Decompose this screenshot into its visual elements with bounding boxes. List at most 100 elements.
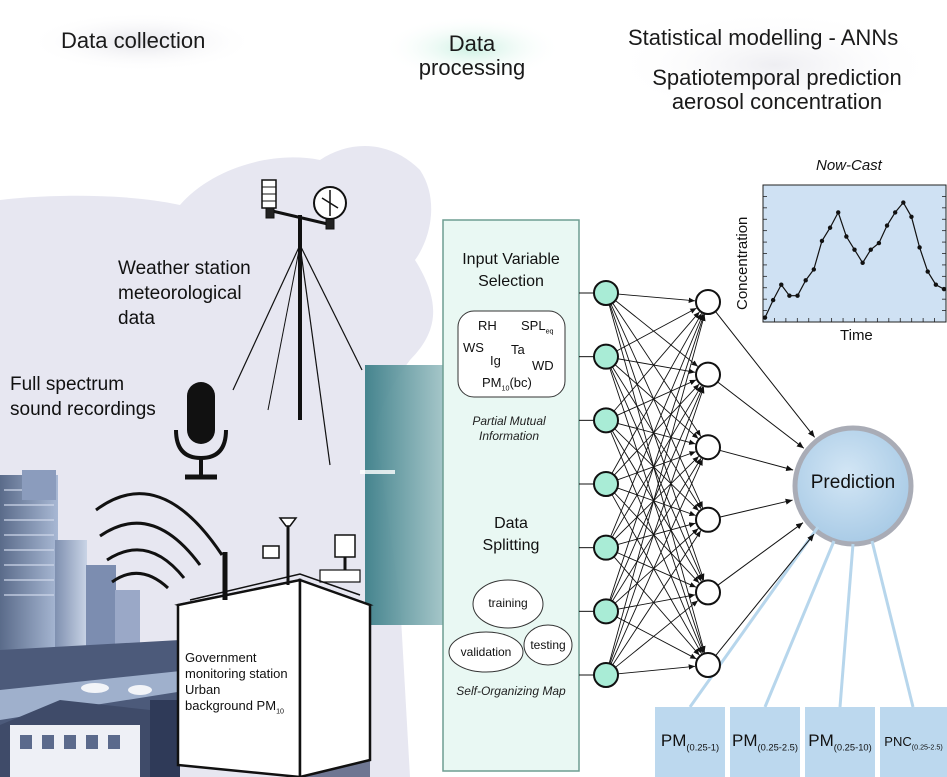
nn-connection bbox=[611, 458, 702, 602]
nn-connection bbox=[616, 379, 697, 416]
nn-connection bbox=[617, 451, 696, 481]
input-variable-selection-title: Input Variable Selection bbox=[462, 251, 560, 290]
nowcast-point bbox=[941, 286, 947, 292]
nn-connection bbox=[613, 311, 700, 412]
nowcast-point bbox=[819, 238, 825, 244]
output-connection bbox=[719, 449, 794, 472]
variable-ig: Ig bbox=[490, 353, 501, 368]
nowcast-point bbox=[901, 200, 906, 205]
nowcast-point bbox=[779, 282, 784, 287]
input-node bbox=[593, 471, 619, 497]
nn-connection bbox=[617, 422, 696, 445]
output-boxes bbox=[655, 707, 947, 777]
validation-ellipse bbox=[448, 631, 524, 673]
input-node bbox=[593, 598, 619, 625]
nowcast-point bbox=[803, 278, 808, 283]
data-splitting-title: Data Splitting bbox=[482, 515, 540, 554]
variable-wd: WD bbox=[532, 358, 554, 373]
nowcast-point bbox=[836, 210, 841, 215]
prediction-label: Prediction bbox=[810, 472, 896, 493]
nn-connection bbox=[611, 494, 703, 654]
nowcast-point bbox=[844, 234, 849, 239]
nn-connection bbox=[614, 456, 700, 540]
nowcast-point bbox=[795, 293, 800, 298]
nn-connection bbox=[612, 530, 702, 666]
output-pm10: PM(0.25-10) bbox=[808, 731, 872, 753]
nowcast-point bbox=[917, 245, 922, 250]
training-ellipse bbox=[472, 579, 544, 629]
modelling-glow bbox=[610, 10, 940, 120]
variable-ta: Ta bbox=[511, 342, 525, 357]
nowcast-chart bbox=[762, 184, 947, 323]
input-node bbox=[593, 407, 619, 434]
output-connection bbox=[719, 498, 793, 518]
nowcast-title: Now-Cast bbox=[816, 157, 882, 174]
nn-connection bbox=[611, 385, 702, 538]
pmi-method-label: Partial Mutual Information bbox=[472, 414, 546, 443]
nowcast-point bbox=[770, 297, 776, 303]
nowcast-point bbox=[811, 267, 817, 272]
output-connectors bbox=[688, 526, 915, 708]
nn-connection bbox=[617, 664, 696, 675]
nowcast-point bbox=[787, 293, 792, 298]
nowcast-point bbox=[909, 214, 914, 219]
testing-ellipse bbox=[523, 624, 573, 666]
variable-spl: SPLeq bbox=[521, 318, 554, 336]
processing-glow bbox=[382, 16, 562, 80]
sound-waves-icon bbox=[95, 492, 224, 590]
nn-connection bbox=[610, 386, 704, 601]
output-connection bbox=[717, 522, 804, 586]
nn-connection bbox=[609, 386, 705, 664]
nowcast-point bbox=[892, 210, 898, 215]
nn-connection bbox=[610, 458, 704, 665]
nn-connection bbox=[610, 431, 704, 654]
stage-title-prediction: Spatiotemporal prediction aerosol concen… bbox=[652, 65, 902, 114]
nn-connection bbox=[614, 364, 699, 439]
nowcast-point bbox=[884, 223, 890, 228]
input-node bbox=[593, 534, 619, 561]
nowcast-point bbox=[868, 247, 873, 252]
nn-connection bbox=[609, 304, 705, 581]
nn-connection bbox=[615, 600, 699, 668]
nn-connection bbox=[611, 366, 702, 510]
nn-connection bbox=[617, 293, 696, 303]
nowcast-point bbox=[876, 240, 882, 246]
output-connection bbox=[715, 533, 815, 656]
nn-connection bbox=[616, 307, 697, 352]
nn-connection bbox=[609, 367, 705, 653]
nn-connection bbox=[611, 430, 702, 582]
city-skyline bbox=[0, 470, 395, 777]
nn-connection bbox=[616, 616, 697, 660]
nowcast-point bbox=[852, 247, 857, 252]
nowcast-xlabel: Time bbox=[840, 327, 873, 344]
hidden-node bbox=[695, 579, 721, 606]
monitoring-station-label: Government monitoring station Urban back… bbox=[185, 650, 288, 716]
nn-connection bbox=[609, 314, 705, 601]
nn-connection bbox=[613, 383, 700, 476]
chart-plot-area bbox=[762, 184, 947, 323]
microphone-icon bbox=[174, 382, 228, 480]
stage-title-processing: Data processing bbox=[418, 31, 526, 80]
hidden-node bbox=[695, 434, 721, 461]
input-node bbox=[593, 662, 619, 688]
weather-station-icon bbox=[232, 179, 363, 466]
variables-box bbox=[457, 310, 566, 398]
hidden-node bbox=[695, 361, 721, 388]
neural-network bbox=[579, 280, 816, 688]
training-label: training bbox=[488, 596, 528, 610]
nn-connection bbox=[610, 303, 704, 509]
variable-pm10: PM10(bc) bbox=[482, 375, 532, 393]
output-pm2-5: PM(0.25-2.5) bbox=[731, 731, 798, 753]
validation-label: validation bbox=[460, 645, 512, 659]
variable-rh: RH bbox=[478, 318, 497, 333]
testing-label: testing bbox=[530, 638, 566, 652]
output-connection bbox=[717, 381, 805, 449]
nn-connection bbox=[608, 314, 706, 664]
nn-connection bbox=[611, 313, 703, 474]
nn-connection bbox=[613, 492, 700, 584]
variable-ws: WS bbox=[463, 340, 484, 355]
nn-connection bbox=[617, 593, 696, 610]
nn-connection bbox=[613, 556, 700, 656]
